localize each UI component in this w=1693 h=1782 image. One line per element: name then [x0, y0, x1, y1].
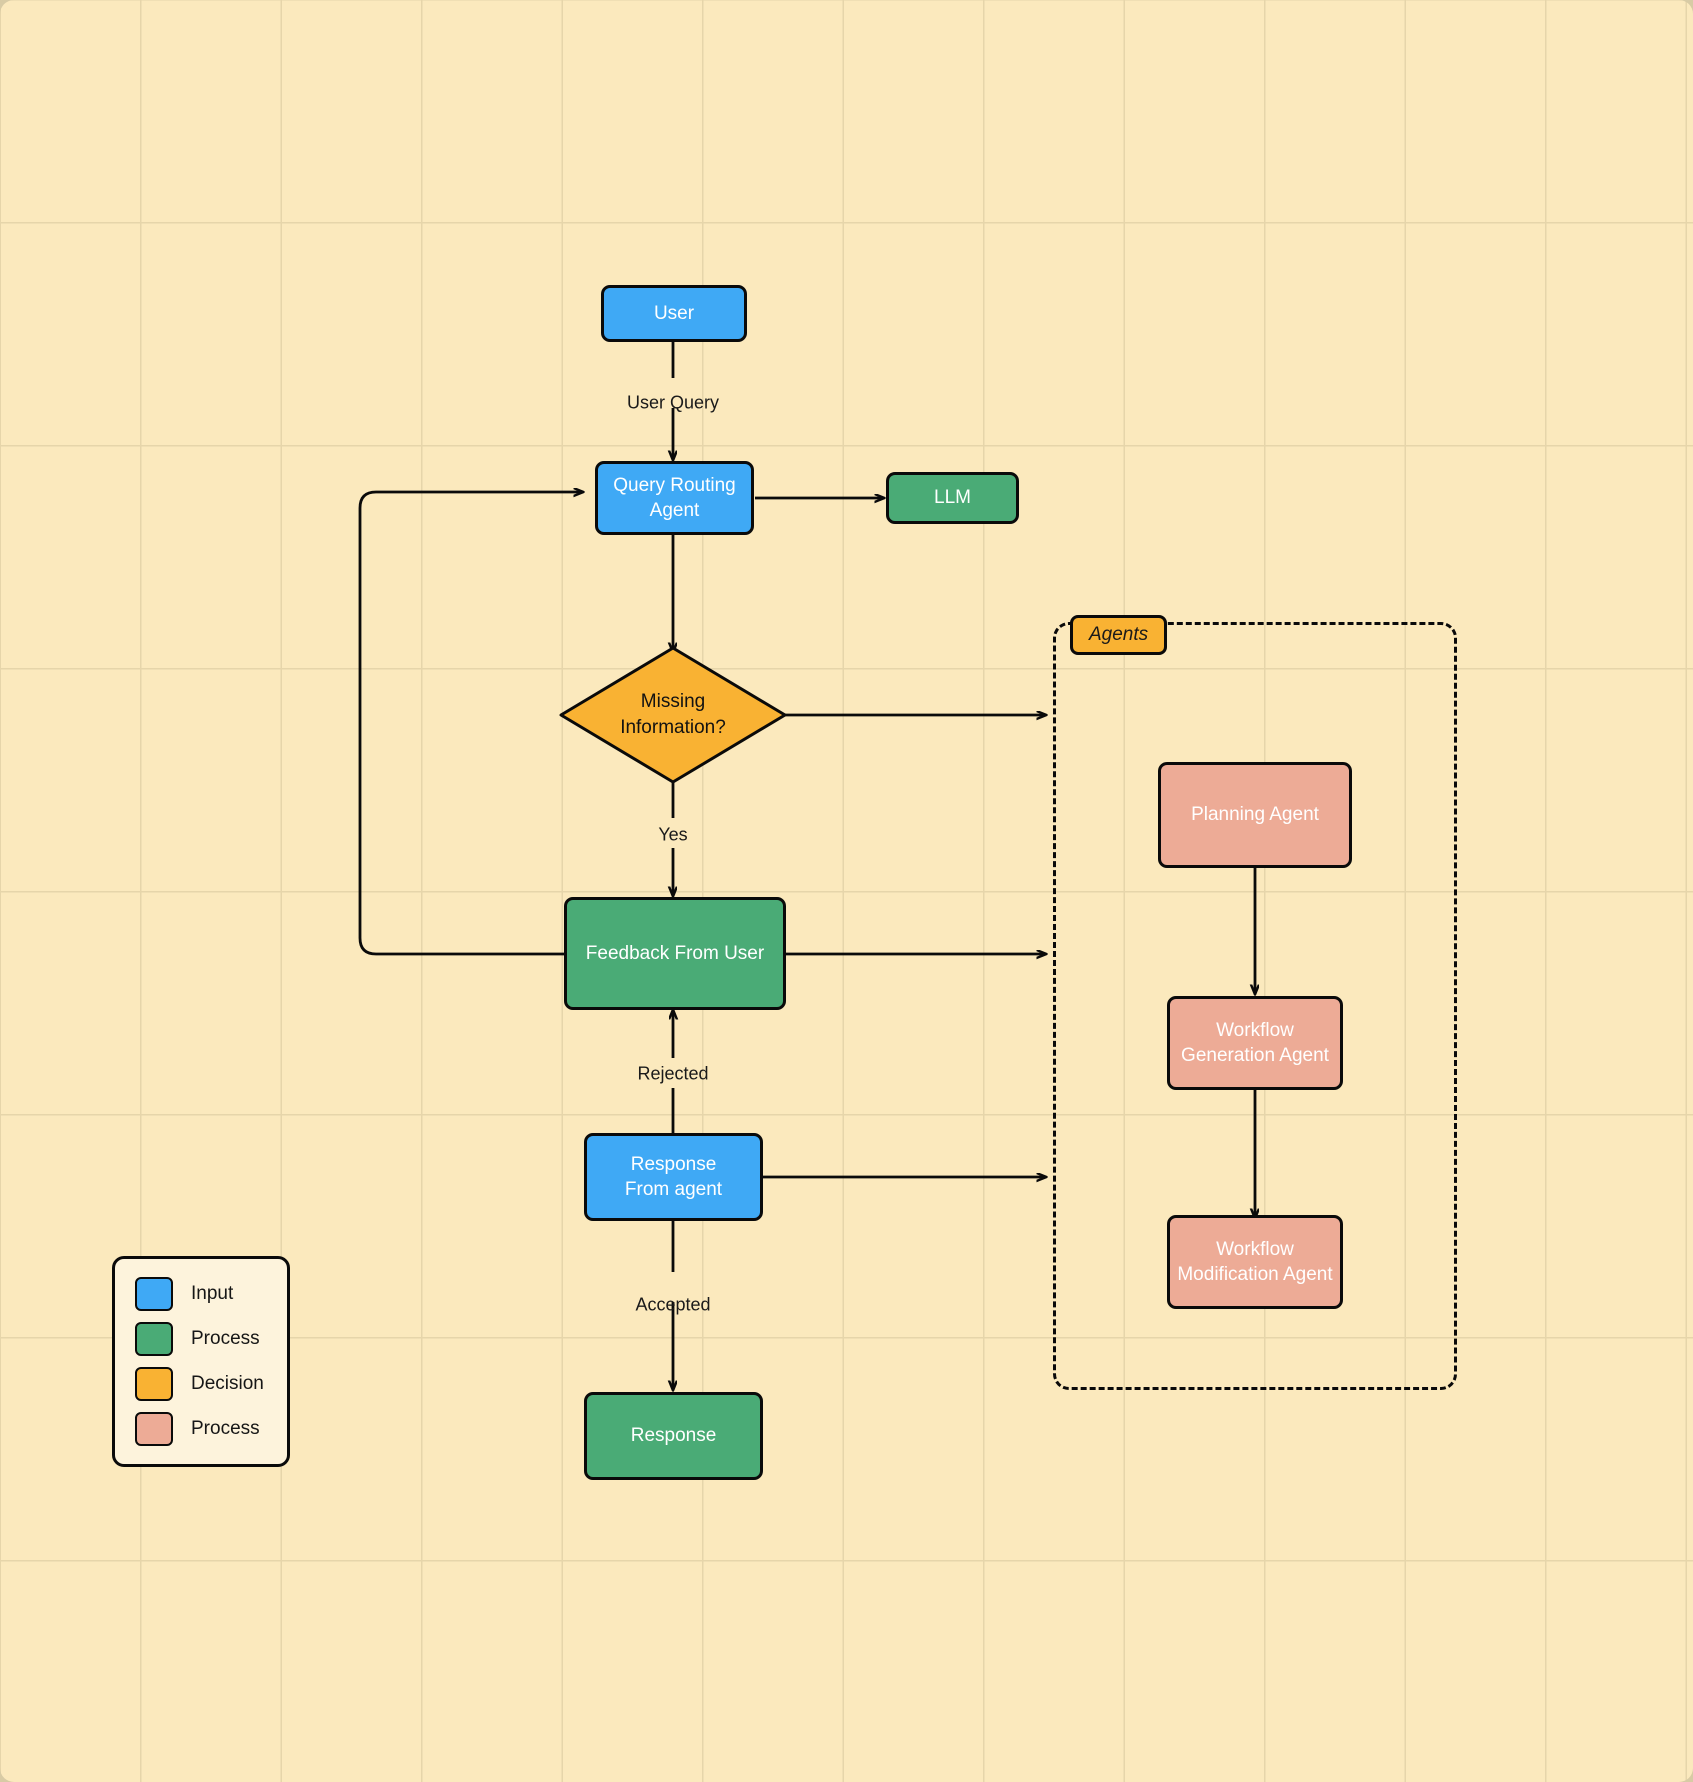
node-planning-agent[interactable]: Planning Agent — [1158, 762, 1352, 868]
legend-item-decision: Decision — [135, 1367, 267, 1401]
agents-group-label: Agents — [1070, 615, 1168, 655]
legend-label-decision: Decision — [191, 1373, 264, 1394]
node-response-from-agent[interactable]: Response From agent — [584, 1133, 763, 1221]
legend-swatch-decision — [135, 1367, 173, 1401]
legend-item-input: Input — [135, 1277, 267, 1311]
node-missing-information[interactable]: Missing Information? — [561, 648, 785, 782]
legend-item-process: Process — [135, 1322, 267, 1356]
missing-information-label: Missing Information? — [620, 691, 726, 738]
node-response[interactable]: Response — [584, 1392, 763, 1480]
edge-label-accepted: Accepted — [635, 1294, 711, 1315]
legend-label-process: Process — [191, 1328, 260, 1349]
node-workflow-modification-agent[interactable]: Workflow Modification Agent — [1167, 1215, 1343, 1309]
agents-group-container — [1053, 622, 1457, 1390]
legend: Input Process Decision Process — [112, 1256, 290, 1467]
legend-swatch-process — [135, 1322, 173, 1356]
legend-swatch-input — [135, 1277, 173, 1311]
legend-item-process-alt: Process — [135, 1412, 267, 1446]
legend-label-input: Input — [191, 1283, 234, 1304]
node-feedback-from-user[interactable]: Feedback From User — [564, 897, 786, 1010]
edge-label-rejected: Rejected — [637, 1063, 709, 1084]
edge-feedback-loop-to-query-routing — [358, 492, 583, 956]
node-llm[interactable]: LLM — [886, 472, 1019, 524]
legend-label-process-alt: Process — [191, 1418, 260, 1439]
node-query-routing-agent[interactable]: Query Routing Agent — [595, 461, 754, 535]
node-user[interactable]: User — [601, 285, 747, 342]
legend-swatch-process-alt — [135, 1412, 173, 1446]
node-workflow-generation-agent[interactable]: Workflow Generation Agent — [1167, 996, 1343, 1090]
edge-label-user-query: User Query — [626, 392, 720, 413]
edge-label-yes: Yes — [658, 824, 688, 845]
